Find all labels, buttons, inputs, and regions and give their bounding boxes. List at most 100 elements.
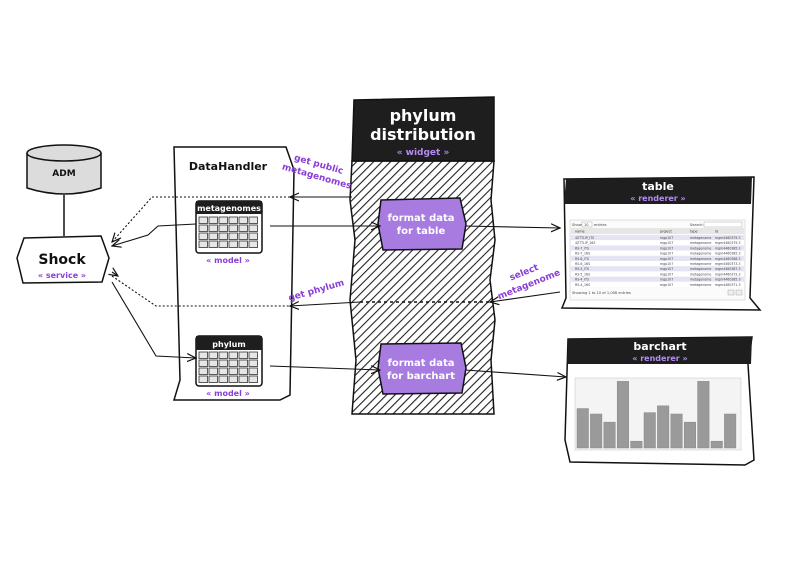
entries-select[interactable] <box>581 221 593 228</box>
grid-cell <box>218 359 228 367</box>
table-footer: Showing 1 to 10 of 1,006 entries <box>572 291 631 295</box>
arrow-format-barchart-to-barchart <box>464 369 566 377</box>
table-cell: metagenome <box>690 252 711 256</box>
table-row[interactable] <box>571 240 744 246</box>
bar <box>603 421 616 449</box>
arrow-shock-to-phylum <box>111 281 196 358</box>
grid-cell <box>248 351 258 359</box>
table-cell: RS-4_ITS <box>575 278 589 282</box>
table-cell: RS-5_16S <box>575 272 590 276</box>
arrow-format-table-to-table <box>464 226 560 228</box>
grid-cell <box>198 367 208 375</box>
table-cell: mgm4460372.3 <box>715 272 740 276</box>
grid-cell <box>228 224 238 232</box>
table-cell: 4ZTTLIP_ITS <box>575 236 594 240</box>
table-row[interactable] <box>571 266 744 272</box>
phylum-model-stereotype: « model » <box>206 389 250 398</box>
widget-title-line2: distribution <box>370 125 476 144</box>
grid-cell <box>238 367 248 375</box>
grid-cell <box>238 240 248 248</box>
table-cell: mgp107 <box>660 262 673 266</box>
grid-cell <box>218 224 228 232</box>
grid-cell <box>198 224 208 232</box>
table-cell: mgm4460373.3 <box>715 262 740 266</box>
shock-stereotype: « service » <box>38 271 86 280</box>
table-row[interactable] <box>571 276 744 282</box>
table-cell: mgm4460386.3 <box>715 257 740 261</box>
bar <box>670 413 683 449</box>
grid-cell <box>198 216 208 224</box>
adm-database: ADM <box>26 144 102 195</box>
bar <box>724 413 737 449</box>
bar <box>616 381 629 449</box>
table-header-cell[interactable]: type <box>690 230 698 234</box>
barchart-renderer-stereotype: « renderer » <box>632 354 687 363</box>
arrow-datahandler-to-shock-top <box>112 196 290 242</box>
table-cell: mgm4460371.3 <box>715 283 740 287</box>
grid-cell <box>228 232 238 240</box>
format-barchart-process: format data for barchart <box>377 342 467 395</box>
table-header-cell[interactable]: id <box>715 230 718 234</box>
grid-cell <box>238 232 248 240</box>
grid-cell <box>208 359 218 367</box>
table-row[interactable] <box>571 255 744 261</box>
grid-cell <box>218 240 228 248</box>
grid-cell <box>248 359 258 367</box>
widget-title-line1: phylum <box>390 106 457 125</box>
grid-cell <box>248 240 258 248</box>
table-cell: metagenome <box>690 278 711 282</box>
table-next-button[interactable] <box>735 289 743 296</box>
arrow-phylum-to-format-barchart <box>269 366 380 370</box>
metagenomes-model: metagenomes « model » <box>195 200 263 265</box>
arrow-shock-datahandler-bottom <box>111 275 290 307</box>
grid-cell <box>238 359 248 367</box>
barchart-renderer: barchart « renderer » <box>564 336 755 466</box>
table-search-input[interactable] <box>703 221 743 228</box>
table-row[interactable] <box>571 250 744 256</box>
grid-cell <box>248 232 258 240</box>
table-cell: mgp107 <box>660 257 673 261</box>
grid-cell <box>218 232 228 240</box>
table-prev-button[interactable] <box>727 289 735 296</box>
table-header-cell[interactable]: name <box>575 230 585 234</box>
grid-cell <box>208 232 218 240</box>
grid-cell <box>208 240 218 248</box>
table-cell: metagenome <box>690 272 711 276</box>
table-row[interactable] <box>571 245 744 251</box>
format-barchart-line1: format data <box>387 358 454 369</box>
table-cell: RS-7_ITS <box>575 246 589 250</box>
phylum-model-label: phylum <box>212 340 245 349</box>
table-cell: mgm4460385.3 <box>715 246 740 250</box>
grid-cell <box>248 367 258 375</box>
arrow-table-to-widget <box>490 291 561 302</box>
table-row[interactable] <box>571 261 744 267</box>
table-cell: mgm4460379.3 <box>715 236 740 240</box>
bar <box>710 440 723 449</box>
table-row[interactable] <box>571 235 744 241</box>
table-cell: mgp107 <box>660 236 673 240</box>
table-headers: name project type id <box>575 230 718 234</box>
table-row[interactable] <box>571 271 744 277</box>
grid-cell <box>218 216 228 224</box>
table-cell: mgm4460379.3 <box>715 241 740 245</box>
grid-cell <box>218 351 228 359</box>
grid-cell <box>208 367 218 375</box>
table-header-cell[interactable]: project <box>660 230 672 234</box>
bar <box>630 440 643 449</box>
arrow-into-shock-bottom <box>112 272 118 276</box>
datahandler-label: DataHandler <box>189 160 268 173</box>
table-show-label: Show <box>572 223 582 227</box>
grid-cell <box>228 359 238 367</box>
table-header-row <box>571 228 744 234</box>
table-cell: metagenome <box>690 241 711 245</box>
grid-cell <box>238 351 248 359</box>
table-cell: metagenome <box>690 262 711 266</box>
table-cell: RS-6_16S <box>575 262 590 266</box>
adm-label: ADM <box>52 169 75 179</box>
table-cell: mgm4460385.3 <box>715 252 740 256</box>
arrow-widget-to-datahandler-bottom <box>290 302 361 306</box>
table-row[interactable] <box>571 281 744 287</box>
barchart-renderer-title: barchart <box>633 340 686 353</box>
grid-cell <box>248 375 258 383</box>
shock-service: Shock « service » <box>16 235 110 284</box>
